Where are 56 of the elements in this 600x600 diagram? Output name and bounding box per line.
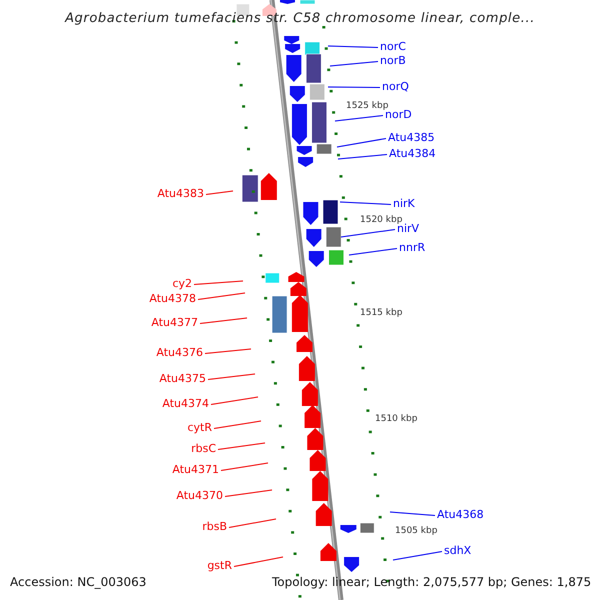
leader-line (328, 86, 380, 88)
gene-label: Atu4368 (437, 508, 484, 521)
leader-line (228, 518, 276, 528)
scale-label: 1515 kbp (360, 307, 402, 320)
scale-label: 1520 kbp (360, 214, 402, 225)
leader-line (204, 348, 252, 354)
leader-line (208, 374, 256, 380)
scale-label: 1525 kbp (346, 100, 388, 111)
gene-label: rbsC (191, 442, 216, 455)
leader-line (392, 551, 442, 560)
leader-line (198, 292, 246, 300)
gene-label: norB (380, 54, 406, 67)
leader-line (340, 229, 396, 238)
leader-line (340, 202, 392, 205)
leader-line (334, 115, 384, 122)
gene-label: rbsB (202, 520, 227, 533)
gene-label: Atu4370 (176, 489, 223, 502)
leader-line (218, 442, 266, 450)
leader-line (328, 46, 378, 48)
accession-text: Accession: NC_003063 (10, 576, 146, 589)
leader-line (220, 462, 268, 471)
gene-label: Atu4371 (172, 463, 219, 476)
gene-label: cytR (187, 421, 212, 434)
leader-line (206, 190, 234, 195)
leader-line (390, 512, 436, 516)
gene-label: Atu4378 (149, 292, 196, 305)
gene-label: Atu4375 (159, 372, 206, 385)
leader-line (214, 420, 262, 429)
gene-label: nirV (397, 222, 420, 235)
leader-line (348, 248, 398, 256)
leader-line (210, 396, 258, 405)
leader-line (200, 318, 248, 324)
leader-line (336, 138, 386, 148)
gene-label: sdhX (444, 544, 472, 557)
scale-label: 1510 kbp (375, 413, 418, 426)
gene-label: Atu4383 (157, 187, 204, 200)
gene-label: Atu4376 (156, 346, 203, 359)
genome-info-text: Topology: linear; Length: 2,075,577 bp; Genes: 1,875 (272, 576, 592, 589)
gene-label: norD (385, 108, 412, 121)
gene-label: Atu4374 (162, 397, 209, 410)
title: Agrobacterium tumefaciens str. C58 chromosome linear, comple... (64, 12, 536, 25)
leader-line (338, 154, 388, 160)
leader-line (224, 490, 272, 497)
leader-line (330, 61, 378, 66)
gene-label: norQ (382, 80, 409, 93)
gene-label: norC (380, 40, 406, 53)
gene-label: gstR (207, 559, 232, 572)
leader-line (194, 280, 244, 285)
scale-label: 1505 kbp (395, 525, 438, 538)
gene-label: Atu4384 (389, 147, 436, 160)
gene-label: cy2 (172, 277, 192, 290)
gene-label: nnrR (399, 241, 426, 254)
gene-label: nirK (393, 197, 415, 210)
leader-line (234, 556, 284, 567)
gene-label: Atu4385 (388, 131, 435, 144)
gene-label: Atu4377 (151, 316, 198, 329)
